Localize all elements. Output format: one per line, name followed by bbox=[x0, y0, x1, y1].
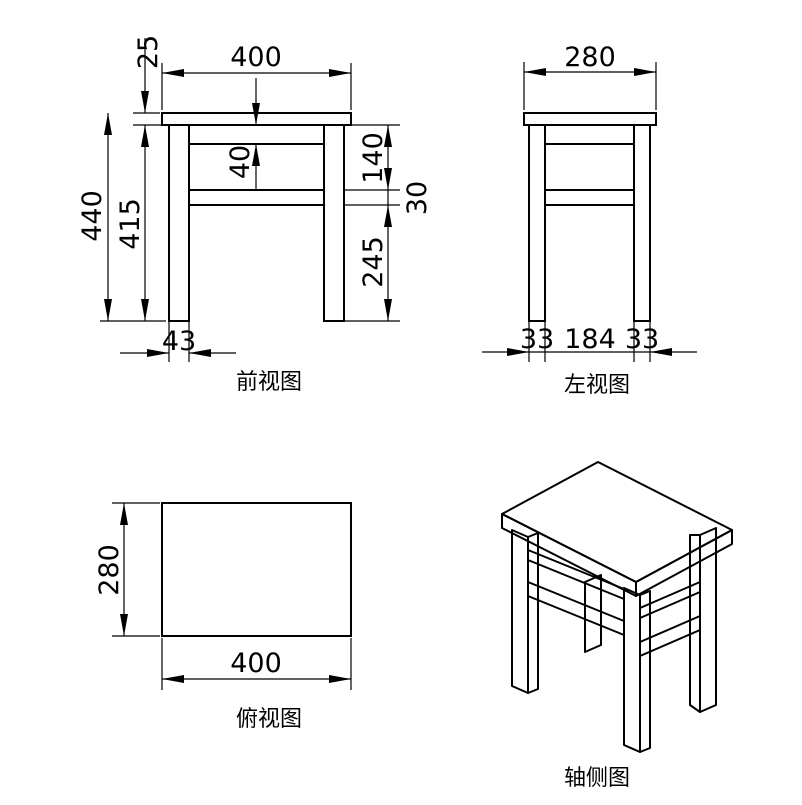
front-dim-apron: 40 bbox=[225, 78, 260, 190]
front-dim-width-label: 400 bbox=[230, 42, 282, 73]
front-dim-apron-label: 40 bbox=[225, 145, 256, 179]
side-view-outline bbox=[523, 112, 657, 322]
front-dim-leg-width-label: 43 bbox=[162, 326, 196, 357]
side-view-caption: 左视图 bbox=[564, 373, 630, 398]
top-dim-depth-label: 280 bbox=[94, 544, 125, 596]
front-dim-top-thickness-label: 25 bbox=[133, 35, 164, 69]
axonometric-view-caption: 轴侧图 bbox=[564, 766, 630, 791]
top-view-caption: 俯视图 bbox=[236, 707, 302, 732]
side-dim-leg-left-label: 33 bbox=[520, 324, 554, 355]
front-dim-width: 400 bbox=[161, 42, 352, 110]
axonometric-view: 轴侧图 bbox=[501, 461, 733, 791]
side-dim-width: 280 bbox=[523, 42, 657, 110]
axo-leg-left bbox=[511, 529, 539, 694]
top-dim-width: 400 bbox=[161, 638, 352, 690]
front-view: 400 25 40 440 415 bbox=[77, 35, 433, 395]
side-dim-bottom-chain: 33 184 33 bbox=[482, 321, 697, 362]
front-view-caption: 前视图 bbox=[236, 370, 302, 395]
axo-front-rails bbox=[527, 549, 625, 636]
front-dim-right-chain: 140 30 245 bbox=[344, 124, 433, 322]
side-view: 280 33 184 33 左视图 bbox=[482, 42, 697, 398]
side-dim-leg-right-label: 33 bbox=[625, 324, 659, 355]
front-dim-rail-label: 30 bbox=[402, 181, 433, 215]
top-view-outline bbox=[161, 502, 352, 637]
side-dim-inner-label: 184 bbox=[564, 324, 616, 355]
axo-leg-front bbox=[623, 587, 651, 753]
front-dim-upper-gap-label: 140 bbox=[358, 132, 389, 184]
top-dim-depth: 280 bbox=[94, 502, 160, 637]
front-dim-total-height-label: 440 bbox=[77, 190, 108, 242]
front-dim-total-height: 440 bbox=[77, 113, 166, 322]
front-dim-lower-label: 245 bbox=[358, 236, 389, 288]
axo-seat bbox=[501, 461, 733, 597]
front-dim-top-thickness: 25 bbox=[133, 35, 168, 126]
top-view: 280 400 俯视图 bbox=[94, 502, 352, 732]
front-dim-leg-width: 43 bbox=[120, 321, 236, 362]
front-dim-leg-height: 415 bbox=[115, 125, 149, 321]
side-dim-width-label: 280 bbox=[564, 42, 616, 73]
front-dim-leg-height-label: 415 bbox=[115, 198, 146, 250]
top-dim-width-label: 400 bbox=[230, 648, 282, 679]
